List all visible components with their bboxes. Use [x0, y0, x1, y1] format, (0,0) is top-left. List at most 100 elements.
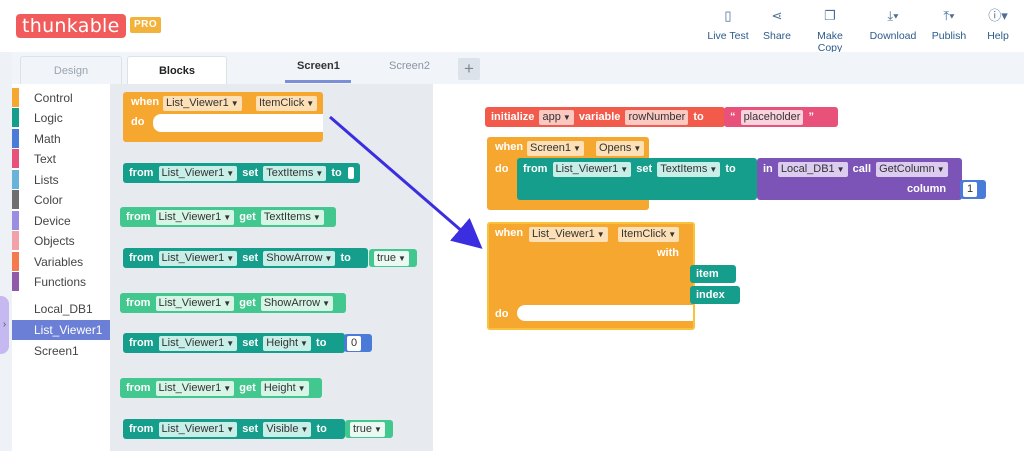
category-device[interactable]: Device — [12, 211, 110, 231]
tab-screen1[interactable]: Screen1 — [297, 60, 340, 72]
component-dropdown[interactable]: List_Viewer1▼ — [155, 295, 235, 311]
boolean-dropdown[interactable]: true▼ — [374, 250, 409, 266]
category-objects[interactable]: Objects — [12, 231, 110, 251]
to-label: to — [340, 252, 351, 264]
phone-icon: ▯ — [724, 8, 732, 23]
true-value-block[interactable]: true▼ — [345, 420, 393, 438]
event-dropdown[interactable]: ItemClick▼ — [256, 96, 318, 111]
component-dropdown[interactable]: List_Viewer1▼ — [155, 380, 235, 396]
db-dropdown[interactable]: Local_DB1▼ — [777, 161, 848, 177]
make-copy-button[interactable]: ❐ Make Copy — [804, 8, 856, 54]
dropdown-arrow-icon: ▼ — [562, 112, 571, 122]
screen-dropdown[interactable]: Screen1▼ — [527, 141, 584, 156]
event-dropdown[interactable]: ItemClick▼ — [618, 227, 680, 242]
category-color[interactable]: Color — [12, 190, 110, 210]
when-label: when — [495, 141, 524, 153]
active-tab-underline — [285, 80, 351, 83]
flyout-set-visible-block[interactable]: from List_Viewer1▼ set Visible▼ to — [123, 419, 345, 439]
param-index[interactable]: index — [690, 286, 740, 304]
component-dropdown[interactable]: List_Viewer1▼ — [158, 335, 238, 351]
dropdown-value: Local_DB1 — [780, 162, 835, 175]
component-screen[interactable]: Screen1 — [12, 341, 110, 361]
flyout-set-showarrow-block[interactable]: from List_Viewer1▼ set ShowArrow▼ to — [123, 248, 368, 268]
flyout-get-height-block[interactable]: from List_Viewer1▼ get Height▼ — [120, 378, 322, 398]
set-textitems-block[interactable]: from List_Viewer1▼ set TextItems▼ to — [517, 158, 757, 200]
add-screen-button[interactable]: + — [458, 58, 480, 80]
number-value-block[interactable]: 0 — [344, 334, 372, 352]
close-quote-icon: ” — [808, 111, 815, 123]
flyout-get-showarrow-block[interactable]: from List_Viewer1▼ get ShowArrow▼ — [120, 293, 346, 313]
category-label: Objects — [34, 234, 75, 248]
functions-swatch — [12, 272, 19, 291]
category-logic[interactable]: Logic — [12, 108, 110, 128]
number-value[interactable]: 0 — [347, 335, 362, 351]
to-label: to — [316, 423, 327, 435]
dropdown-arrow-icon: ▼ — [836, 164, 845, 174]
get-label: get — [239, 382, 256, 394]
event-dropdown[interactable]: Opens▼ — [596, 141, 645, 156]
expand-handle[interactable]: › — [0, 296, 9, 354]
help-button[interactable]: ⓘ▾ Help — [984, 8, 1012, 42]
set-label: set — [242, 423, 259, 435]
boolean-dropdown[interactable]: true▼ — [350, 421, 385, 437]
category-control[interactable]: Control — [12, 88, 110, 108]
param-item[interactable]: item — [690, 265, 736, 283]
category-variables[interactable]: Variables — [12, 252, 110, 272]
flyout-set-height-block[interactable]: from List_Viewer1▼ set Height▼ to — [123, 333, 345, 353]
property-dropdown[interactable]: TextItems▼ — [263, 165, 327, 181]
tab-blocks[interactable]: Blocks — [127, 56, 227, 86]
component-dropdown[interactable]: List_Viewer1▼ — [552, 161, 632, 177]
dropdown-arrow-icon: ▼ — [572, 144, 581, 153]
category-math[interactable]: Math — [12, 129, 110, 149]
component-dropdown[interactable]: List_Viewer1▼ — [163, 96, 242, 111]
property-dropdown[interactable]: TextItems▼ — [657, 161, 721, 177]
category-text[interactable]: Text — [12, 149, 110, 169]
text-string-block[interactable]: “ placeholder ” — [724, 107, 838, 127]
scope-dropdown[interactable]: app▼ — [539, 109, 574, 125]
thunkable-logo[interactable]: thunkable — [16, 14, 126, 38]
category-label: Device — [34, 214, 71, 228]
component-dropdown[interactable]: List_Viewer1▼ — [155, 209, 235, 225]
dropdown-arrow-icon: ▼ — [300, 424, 309, 434]
publish-icon: ⤒▾ — [943, 8, 955, 23]
help-label: Help — [987, 30, 1009, 42]
component-dropdown[interactable]: List_Viewer1▼ — [158, 165, 238, 181]
property-dropdown[interactable]: Visible▼ — [263, 421, 312, 437]
component-list-viewer[interactable]: List_Viewer1 — [12, 320, 110, 340]
column-number-block[interactable]: 1 — [960, 180, 986, 199]
method-dropdown[interactable]: GetColumn▼ — [876, 161, 948, 177]
publish-button[interactable]: ⤒▾ Publish — [928, 8, 970, 42]
variable-name-field[interactable]: rowNumber — [625, 109, 689, 125]
component-dropdown[interactable]: List_Viewer1▼ — [529, 227, 608, 242]
tab-screen2[interactable]: Screen2 — [389, 60, 430, 72]
to-label: to — [331, 167, 342, 179]
do-label: do — [495, 308, 509, 320]
download-button[interactable]: ⤓▾ Download — [866, 8, 920, 42]
in-label: in — [763, 163, 773, 175]
live-test-button[interactable]: ▯ Live Test — [706, 8, 750, 42]
property-dropdown[interactable]: Height▼ — [263, 335, 311, 351]
category-lists[interactable]: Lists — [12, 170, 110, 190]
flyout-set-textitems-block[interactable]: from List_Viewer1▼ set TextItems▼ to — [123, 163, 360, 183]
flyout-get-textitems-block[interactable]: from List_Viewer1▼ get TextItems▼ — [120, 207, 336, 227]
property-dropdown[interactable]: TextItems▼ — [260, 209, 324, 225]
component-dropdown[interactable]: List_Viewer1▼ — [158, 250, 238, 266]
text-value-field[interactable]: placeholder — [740, 109, 804, 125]
property-dropdown[interactable]: ShowArrow▼ — [263, 250, 336, 266]
component-local-db[interactable]: Local_DB1 — [12, 299, 110, 319]
category-label: Functions — [34, 275, 87, 289]
property-dropdown[interactable]: ShowArrow▼ — [260, 295, 334, 311]
dropdown-value: List_Viewer1 — [161, 336, 225, 349]
tab-design[interactable]: Design — [20, 56, 122, 85]
true-value-block[interactable]: true▼ — [369, 249, 417, 267]
dropdown-arrow-icon: ▼ — [620, 164, 629, 174]
property-dropdown[interactable]: Height▼ — [260, 380, 309, 396]
dropdown-value: List_Viewer1 — [158, 381, 222, 394]
to-label: to — [725, 163, 736, 175]
initialize-variable-block[interactable]: initialize app▼ variable rowNumber to — [485, 107, 725, 127]
component-dropdown[interactable]: List_Viewer1▼ — [158, 421, 238, 437]
share-button[interactable]: ⋖ Share — [760, 8, 794, 42]
category-functions[interactable]: Functions — [12, 272, 110, 292]
call-getcolumn-block[interactable]: in Local_DB1▼ call GetColumn▼ — [757, 158, 962, 200]
number-value[interactable]: 1 — [963, 181, 978, 197]
